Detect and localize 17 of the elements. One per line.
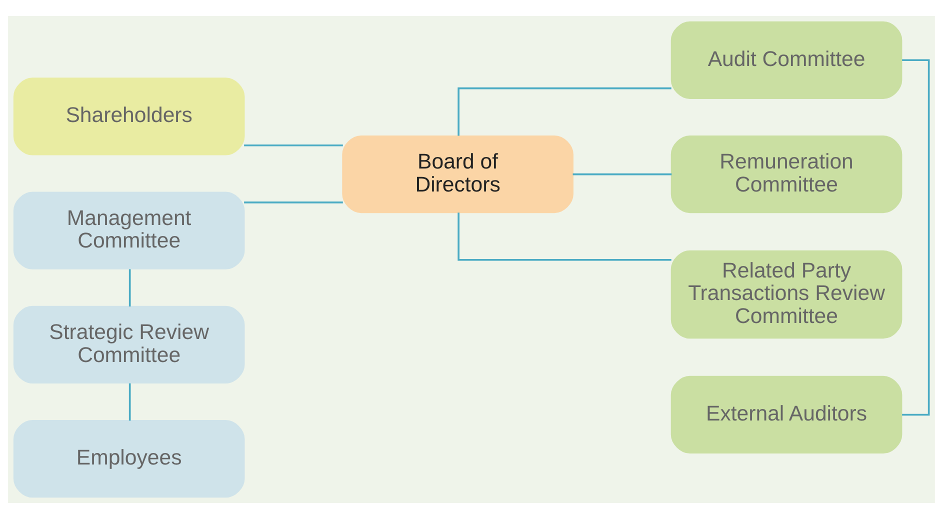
connector <box>128 382 131 420</box>
connector <box>458 86 672 136</box>
connector <box>902 58 930 416</box>
connector <box>128 268 131 306</box>
connector <box>572 172 672 175</box>
node-box: Shareholders <box>13 77 245 155</box>
connector <box>244 201 343 203</box>
connector <box>458 212 672 260</box>
node-box: Employees <box>13 420 245 498</box>
node-box: Strategic Review Committee <box>13 305 245 384</box>
node-box: Audit Committee <box>670 20 902 98</box>
connector <box>244 144 343 146</box>
node-box: Remuneration Committee <box>670 134 902 213</box>
node-box: Management Committee <box>13 191 245 269</box>
node-box: Related Party Transactions Review Committee <box>670 250 902 338</box>
node-box: Board of Directors <box>342 134 574 213</box>
node-box: External Auditors <box>670 375 902 454</box>
